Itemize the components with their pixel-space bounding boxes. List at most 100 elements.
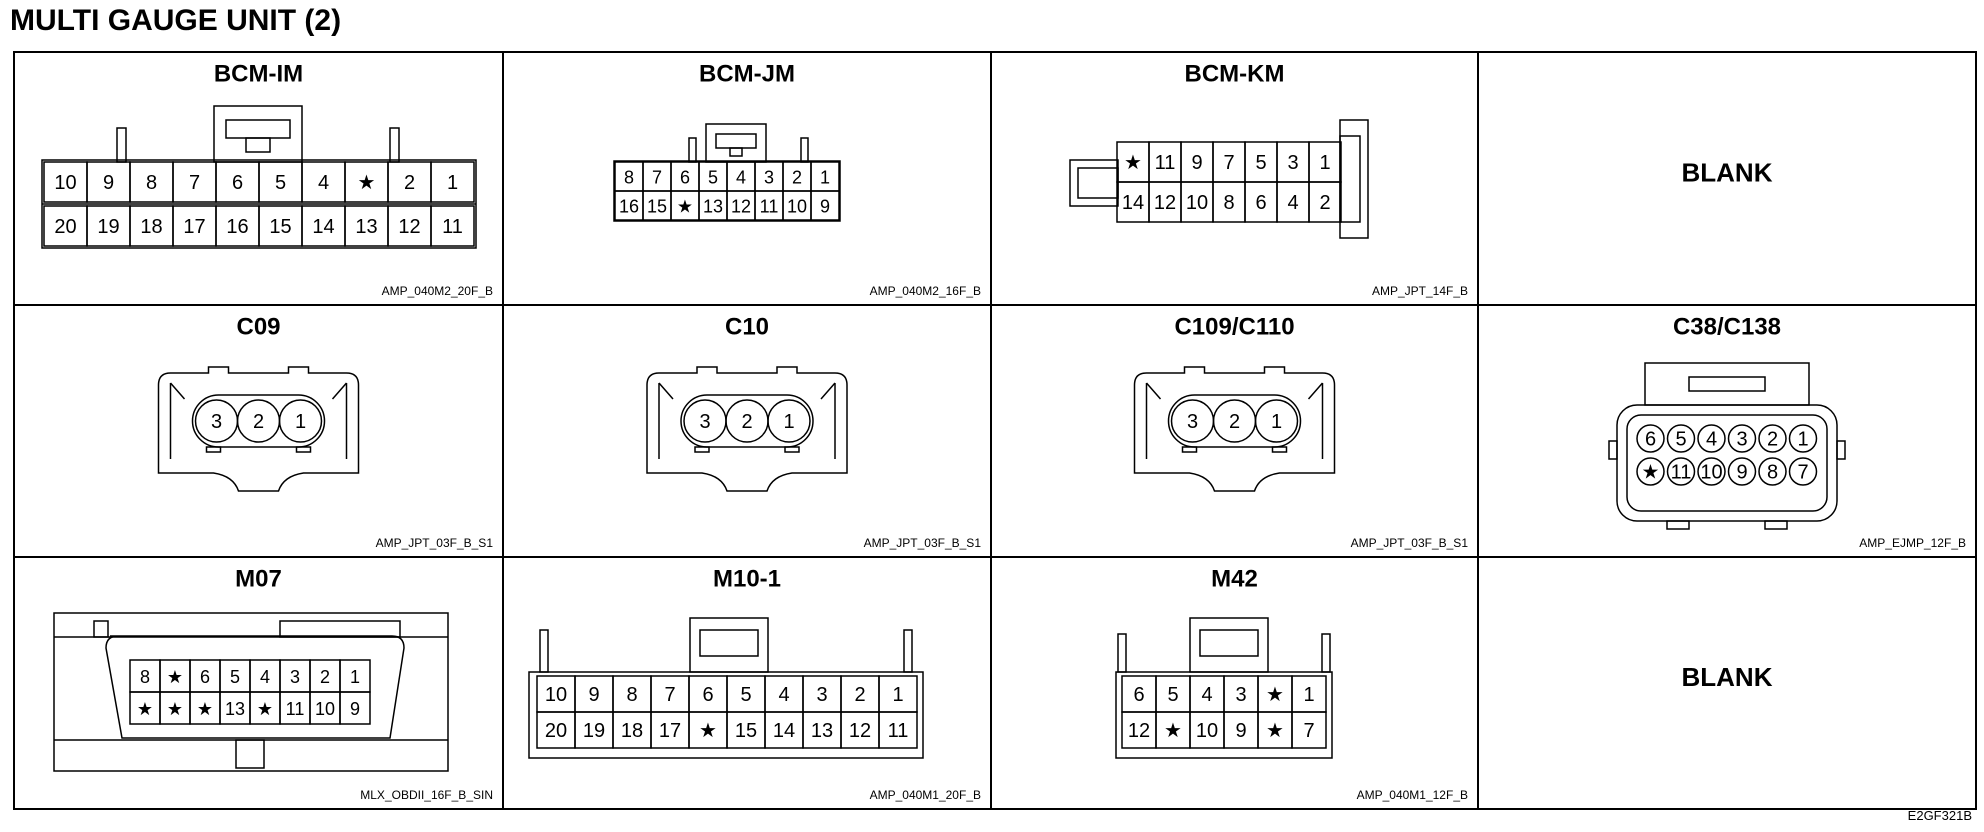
connector-name: BCM-IM — [214, 61, 303, 88]
side-tab — [1608, 440, 1618, 460]
pin-label: 5 — [708, 168, 718, 188]
side-latch — [1069, 159, 1119, 207]
pin-circle — [1254, 399, 1299, 443]
pin-label: 11 — [442, 216, 463, 238]
pin-label: 4 — [318, 172, 329, 194]
pin-label: 3 — [1287, 152, 1298, 174]
latch — [1644, 362, 1810, 406]
connector-body — [613, 160, 841, 222]
pin-housing — [680, 394, 814, 448]
pin-label: 6 — [1255, 192, 1266, 214]
latch — [213, 105, 303, 163]
side-tab — [1836, 440, 1846, 460]
pin-label: 1 — [783, 411, 794, 433]
pin-label: 3 — [1187, 411, 1198, 433]
latch — [689, 617, 769, 673]
pin-label: 13 — [225, 699, 245, 719]
pin-label: 8 — [624, 168, 634, 188]
pin-label: 12 — [1128, 720, 1150, 742]
connector-frame — [53, 612, 449, 772]
pin-label: 5 — [275, 172, 286, 194]
pin-label: 6 — [1133, 684, 1144, 706]
pin-cell — [1291, 711, 1327, 749]
pin-circle — [1727, 457, 1757, 486]
pin-label: 1 — [820, 168, 830, 188]
pin-cell — [430, 161, 475, 203]
pin-label: ★ — [677, 197, 693, 217]
post — [389, 127, 400, 163]
connector-name: BCM-JM — [699, 61, 795, 88]
connector-part-number: AMP_JPT_03F_B_S1 — [864, 536, 982, 550]
pin-label: ★ — [1164, 720, 1182, 742]
pin-label: 6 — [702, 684, 713, 706]
pin-label: 3 — [816, 684, 827, 706]
blank-label: BLANK — [1682, 662, 1773, 692]
connector-name: M10-1 — [713, 566, 781, 593]
pin-circle — [1666, 457, 1696, 486]
pin-label: 1 — [1303, 684, 1314, 706]
pin-label: 4 — [1287, 192, 1298, 214]
pin-label: 7 — [1797, 462, 1808, 484]
pin-label: 16 — [226, 216, 248, 238]
pin-label: 2 — [253, 411, 264, 433]
pin-circle — [1758, 424, 1787, 453]
pin-circle — [1666, 424, 1696, 453]
pin-cell — [430, 205, 475, 247]
pin-circle — [1636, 457, 1665, 486]
pin-label: 13 — [355, 216, 377, 238]
connector-name: M42 — [1211, 566, 1258, 593]
end-cap-inner — [1339, 135, 1361, 223]
pin-label: 11 — [1155, 152, 1176, 174]
pin-label: 9 — [588, 684, 599, 706]
pin-label: ★ — [1124, 152, 1142, 174]
connector-body — [157, 366, 360, 492]
pin-circle — [1788, 457, 1818, 486]
pin-label: 2 — [854, 684, 865, 706]
pin-label: ★ — [197, 699, 213, 719]
pin-label: 3 — [699, 411, 710, 433]
pin-label: 2 — [1319, 192, 1330, 214]
pin-label: 13 — [703, 197, 723, 217]
pin-circle — [278, 399, 323, 443]
connector-part-number: MLX_OBDII_16F_B_SIN — [360, 788, 493, 802]
pin-label: 10 — [787, 197, 807, 217]
connector-body — [646, 366, 848, 492]
latch-inner — [1199, 629, 1259, 657]
pin-label: 10 — [545, 684, 567, 706]
key-tab — [205, 446, 222, 453]
pin-label: 18 — [621, 720, 643, 742]
connector-part-number: AMP_040M1_12F_B — [1357, 788, 1468, 802]
latch-inner — [1688, 376, 1766, 392]
pin-label: 8 — [1767, 462, 1778, 484]
pin-circle — [1636, 424, 1665, 453]
pin-cell — [339, 691, 371, 725]
pin-label: ★ — [1266, 720, 1284, 742]
end-cap — [1339, 119, 1369, 239]
pin-label: 9 — [1191, 152, 1202, 174]
latch-tab — [729, 147, 743, 157]
pin-label: 9 — [820, 197, 830, 217]
latch — [1189, 617, 1269, 673]
pin-label: 1 — [350, 667, 360, 687]
post — [116, 127, 127, 163]
pin-label: 12 — [731, 197, 751, 217]
pin-label: 2 — [741, 411, 752, 433]
pin-label: 6 — [200, 667, 210, 687]
connector-name: C38/C138 — [1673, 314, 1781, 341]
connector-part-number: AMP_040M2_20F_B — [382, 284, 493, 298]
pin-label: 11 — [888, 720, 909, 742]
pin-circle — [1788, 424, 1818, 453]
pin-label: ★ — [167, 699, 183, 719]
pin-circle — [1727, 424, 1757, 453]
pin-label: 3 — [1736, 429, 1747, 451]
pin-label: ★ — [1642, 462, 1660, 484]
key-tab — [694, 446, 710, 453]
connector-part-number: AMP_040M2_16F_B — [870, 284, 981, 298]
pin-label: 3 — [211, 411, 222, 433]
pin-label: 5 — [740, 684, 751, 706]
